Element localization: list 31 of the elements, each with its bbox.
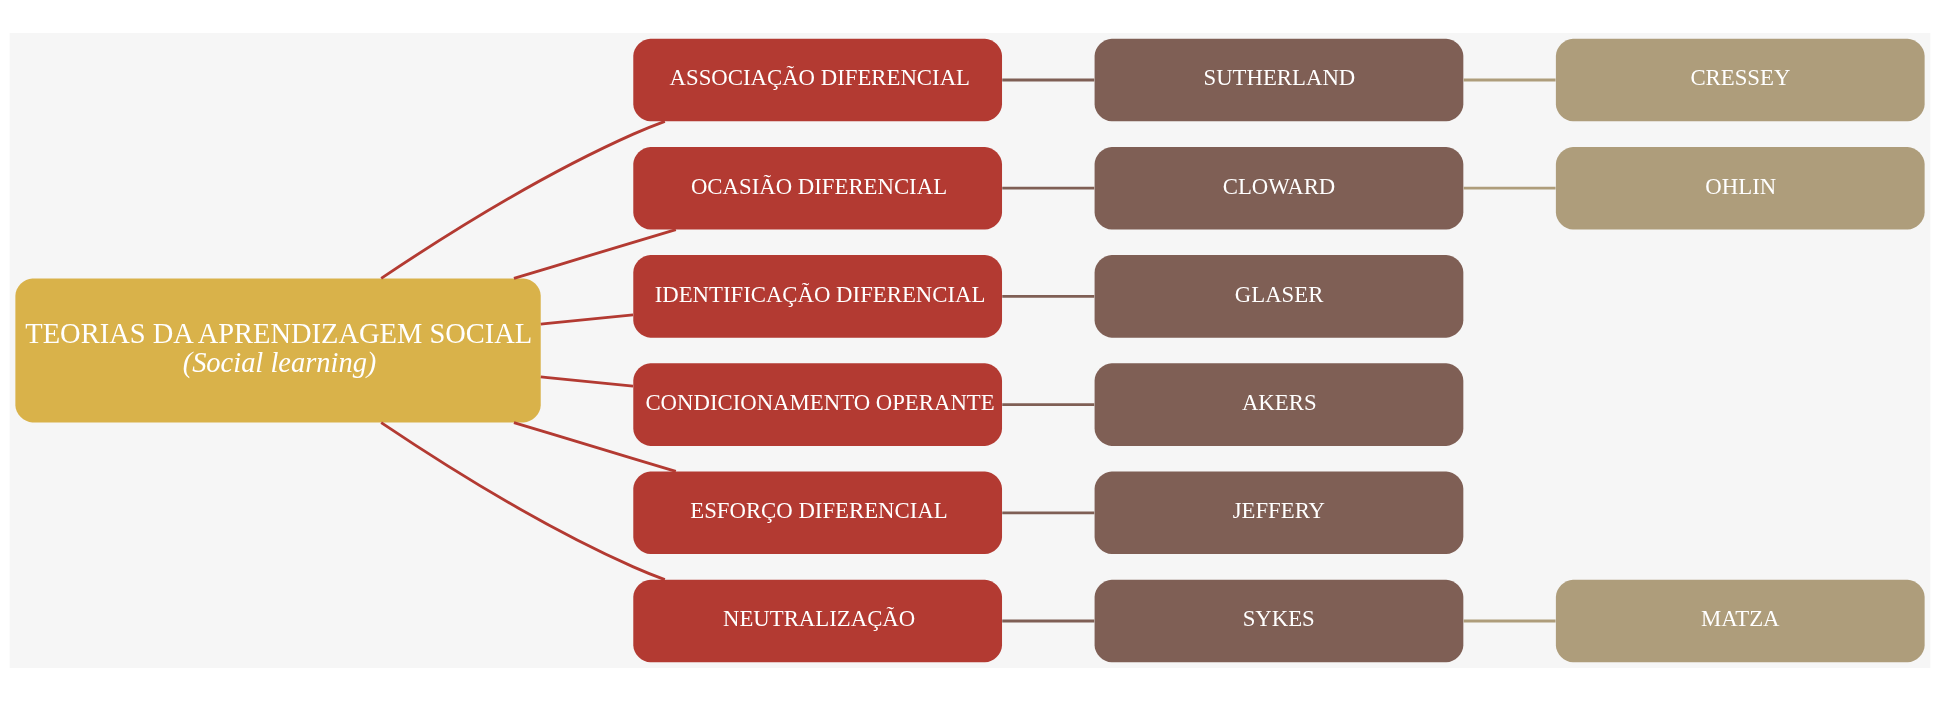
connector: [1463, 619, 1556, 623]
connector: [1463, 186, 1556, 190]
node-box: TEORIAS DA APRENDIZAGEM SOCIAL (Social learning): [14, 278, 541, 423]
connector: [513, 228, 676, 280]
connector: [540, 375, 633, 388]
connector: [1001, 403, 1094, 407]
node-box: SYKES: [1094, 579, 1463, 663]
node-box: CLOWARD: [1094, 146, 1463, 230]
connector: [1001, 511, 1094, 515]
node-box: CONDICIONAMENTO OPERANTE: [632, 363, 1002, 446]
node-box: ASSOCIAÇÃO DIFERENCIAL: [632, 38, 1002, 122]
node-box: GLASER: [1094, 255, 1463, 338]
node-box: JEFFERY: [1094, 471, 1463, 555]
connector: [1001, 294, 1094, 298]
connector: [1001, 619, 1094, 623]
node-box: MATZA: [1555, 579, 1925, 663]
connector: [540, 313, 633, 326]
connector: [1001, 78, 1094, 82]
node-box: SUTHERLAND: [1094, 38, 1463, 122]
node-box: IDENTIFICAÇÃO DIFERENCIAL: [632, 255, 1002, 338]
node-box: OHLIN: [1555, 146, 1925, 230]
node-box: NEUTRALIZAÇÃO: [632, 579, 1002, 663]
node-box: OCASIÃO DIFERENCIAL: [632, 146, 1002, 230]
connector: [1001, 186, 1094, 190]
connector: [513, 421, 676, 473]
connector: [1463, 78, 1556, 82]
connector: [379, 120, 665, 280]
node-box: CRESSEY: [1555, 38, 1925, 122]
connector: [379, 421, 665, 581]
node-box: ESFORÇO DIFERENCIAL: [632, 471, 1002, 555]
node-box: AKERS: [1094, 363, 1463, 446]
